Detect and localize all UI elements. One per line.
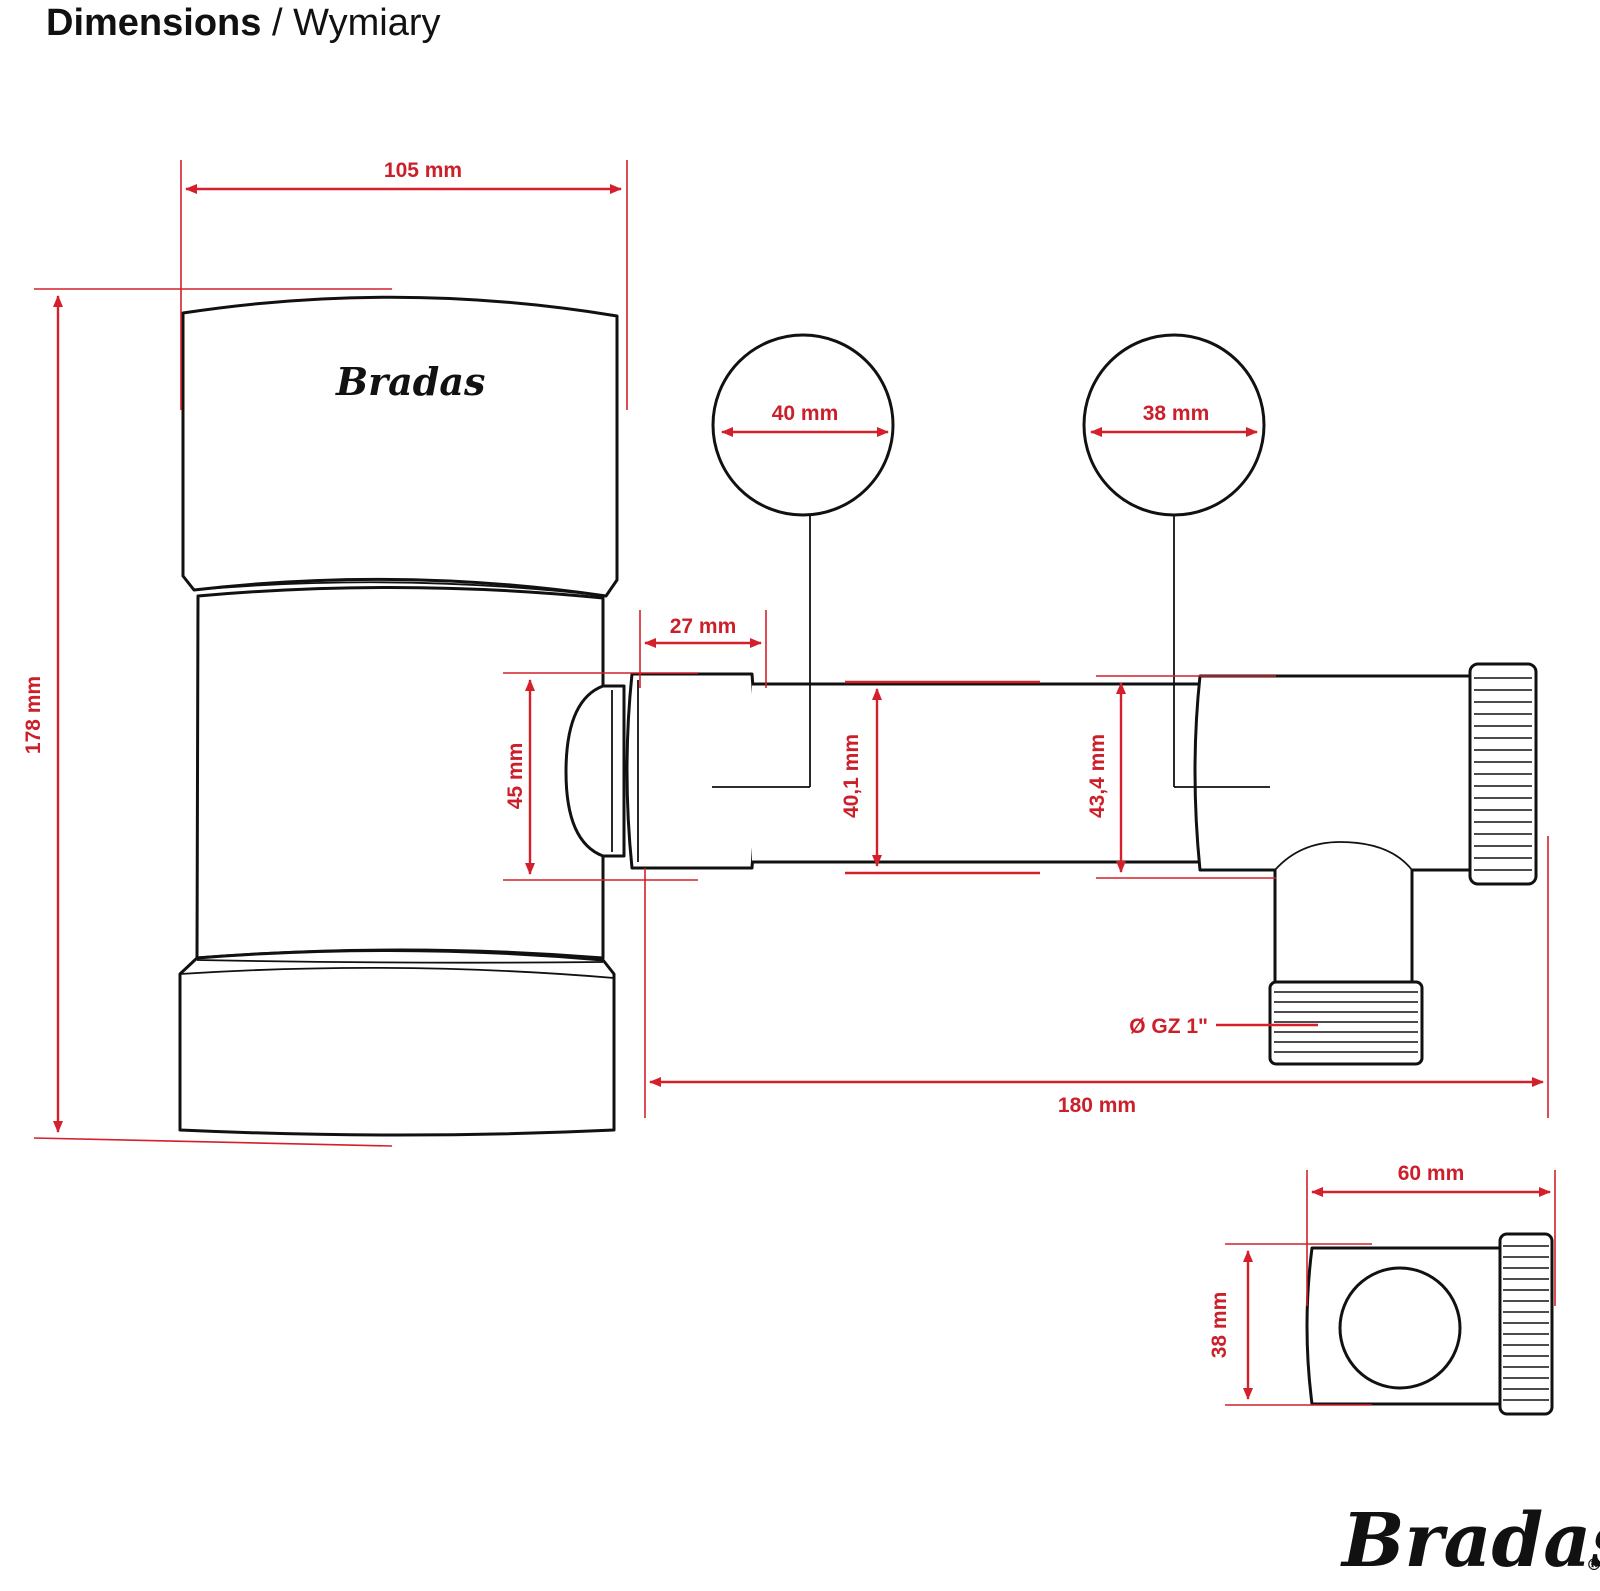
dim-circle-left: 40 mm [772, 402, 839, 425]
dim-thread: Ø GZ 1" [1129, 1015, 1208, 1038]
title-bold: Dimensions [46, 2, 262, 44]
filter-bottom-ring [178, 948, 616, 1137]
side-knob-knurling [1503, 1245, 1549, 1401]
outlet-threads [1274, 991, 1418, 1053]
dim-width-top: 105 mm [384, 159, 462, 182]
dim-length-total: 180 mm [1058, 1094, 1136, 1117]
brand-logo: Bradas ® [1340, 1498, 1600, 1584]
pipe-body [752, 682, 1202, 864]
inlet-dome [564, 684, 626, 858]
filter-top-cap [181, 295, 619, 598]
dim-height-total: 178 mm [22, 676, 45, 754]
callout-left: 40 mm [711, 333, 895, 788]
dim-side-height: 38 mm [1208, 1292, 1231, 1359]
dimension-pipe-a: 40,1 mm [840, 680, 1040, 875]
dimension-height-total: 178 mm [22, 288, 393, 1147]
dimension-pipe-b: 43,4 mm [1086, 675, 1276, 879]
dim-nut-length: 27 mm [670, 615, 737, 638]
side-view-port [1338, 1266, 1462, 1390]
title-subtitle: / Wymiary [271, 2, 441, 44]
filter-middle [195, 585, 605, 960]
dim-pipe-b: 43,4 mm [1086, 734, 1109, 818]
filter-body [178, 295, 619, 1137]
pipe-assembly [564, 662, 1538, 1066]
knob-knurling [1474, 677, 1532, 871]
thread-callout: Ø GZ 1" [1129, 1015, 1318, 1038]
dim-inlet-height: 45 mm [504, 743, 527, 810]
brand-logo-text: Bradas [1340, 1498, 1600, 1584]
valve-body [1193, 674, 1472, 984]
side-view: 60 mm 38 mm [1208, 1162, 1556, 1416]
connection-nut [625, 672, 758, 870]
page-title: Dimensions / Wymiary [46, 2, 441, 45]
registered-mark: ® [1586, 1555, 1600, 1574]
dim-circle-right: 38 mm [1143, 402, 1210, 425]
dim-pipe-a: 40,1 mm [840, 734, 863, 818]
dim-side-width: 60 mm [1398, 1162, 1465, 1185]
dimension-length-total: 180 mm [644, 836, 1549, 1118]
dimension-inlet-height: 45 mm [503, 672, 698, 881]
brand-logo-on-product: Bradas [335, 359, 485, 404]
dimension-nut-length: 27 mm [639, 610, 767, 688]
dimension-width-top: 105 mm [180, 159, 628, 410]
callout-right: 38 mm [1082, 333, 1270, 788]
side-view-knob [1498, 1232, 1554, 1416]
